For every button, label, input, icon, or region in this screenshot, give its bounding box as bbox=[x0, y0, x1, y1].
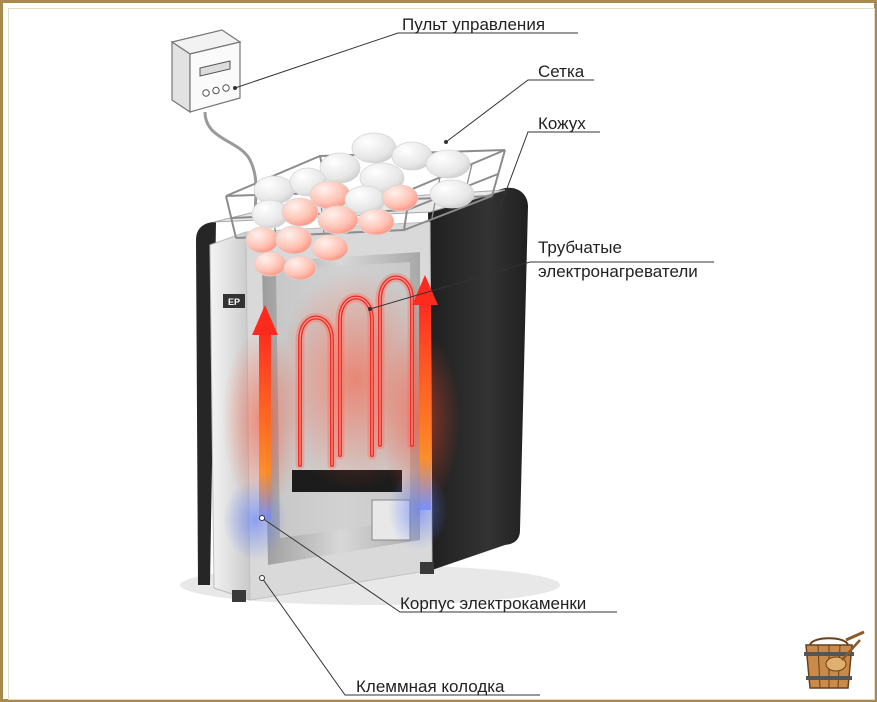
label-control-panel: Пульт управления bbox=[402, 15, 546, 34]
sauna-stones bbox=[245, 132, 475, 281]
leg-right bbox=[420, 562, 434, 574]
sauna-bucket-icon bbox=[804, 630, 865, 689]
brand-badge: EP bbox=[223, 294, 245, 308]
leader-body bbox=[261, 517, 617, 613]
label-terminal-block: Клеммная колодка bbox=[356, 677, 505, 696]
leader-heaters bbox=[369, 261, 714, 310]
leg-left bbox=[232, 590, 246, 602]
label-casing: Кожух bbox=[538, 114, 586, 133]
label-heaters-line2: электронагреватели bbox=[538, 262, 698, 281]
label-grid: Сетка bbox=[538, 62, 585, 81]
casing-panel bbox=[428, 187, 528, 570]
leader-lines bbox=[234, 32, 714, 696]
heat-arrow-right bbox=[412, 275, 438, 510]
label-heaters-line1: Трубчатые bbox=[538, 238, 622, 257]
tubular-heaters bbox=[295, 273, 417, 470]
heat-arrow-left bbox=[252, 305, 278, 520]
cold-glow-right bbox=[388, 470, 448, 550]
leader-casing bbox=[486, 131, 600, 243]
leader-control-panel bbox=[234, 32, 578, 89]
control-panel-icon bbox=[170, 29, 258, 216]
image-frame-inner bbox=[8, 8, 875, 700]
leader-terminal-block bbox=[261, 577, 540, 696]
leader-grid bbox=[445, 79, 594, 143]
label-body: Корпус электрокаменки bbox=[400, 594, 587, 613]
leader-dots bbox=[233, 86, 489, 581]
heater-glow bbox=[275, 270, 435, 490]
cold-glow-left bbox=[223, 480, 287, 560]
svg-text:EP: EP bbox=[228, 297, 240, 307]
